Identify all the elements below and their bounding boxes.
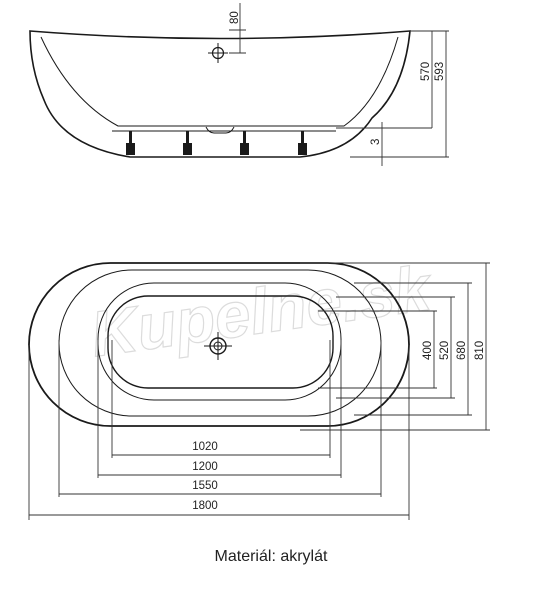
dim-length-total: 1800 — [192, 500, 218, 512]
top-outer-rim — [28, 262, 410, 427]
dim-length-mid: 1200 — [192, 461, 218, 473]
top-basin-inner — [107, 295, 334, 389]
side-overflow-crosshair-icon — [208, 43, 228, 63]
dim-width-inner: 400 — [422, 341, 434, 360]
side-tub-inner-line — [40, 36, 399, 127]
dim-total-height: 593 — [434, 62, 446, 81]
side-drain — [205, 126, 235, 134]
dim-length-rim: 1550 — [192, 480, 218, 492]
side-tub-outline — [29, 30, 411, 158]
dim-drain-offset: 80 — [229, 11, 241, 24]
dim-inner-height: 570 — [420, 62, 432, 81]
top-view: Kupelne.sk 400 520 680 810 — [28, 251, 490, 520]
side-feet — [126, 131, 307, 155]
dim-width-mid: 520 — [439, 341, 451, 360]
dim-width-total: 810 — [474, 341, 486, 360]
dim-gap: 3 — [370, 139, 382, 145]
material-label: Materiál: akrylát — [214, 548, 328, 565]
dim-length-inner: 1020 — [192, 441, 218, 453]
dim-width-rim: 680 — [456, 341, 468, 360]
top-drain-crosshair-icon — [204, 332, 232, 360]
side-view: 80 570 593 3 — [29, 3, 449, 166]
